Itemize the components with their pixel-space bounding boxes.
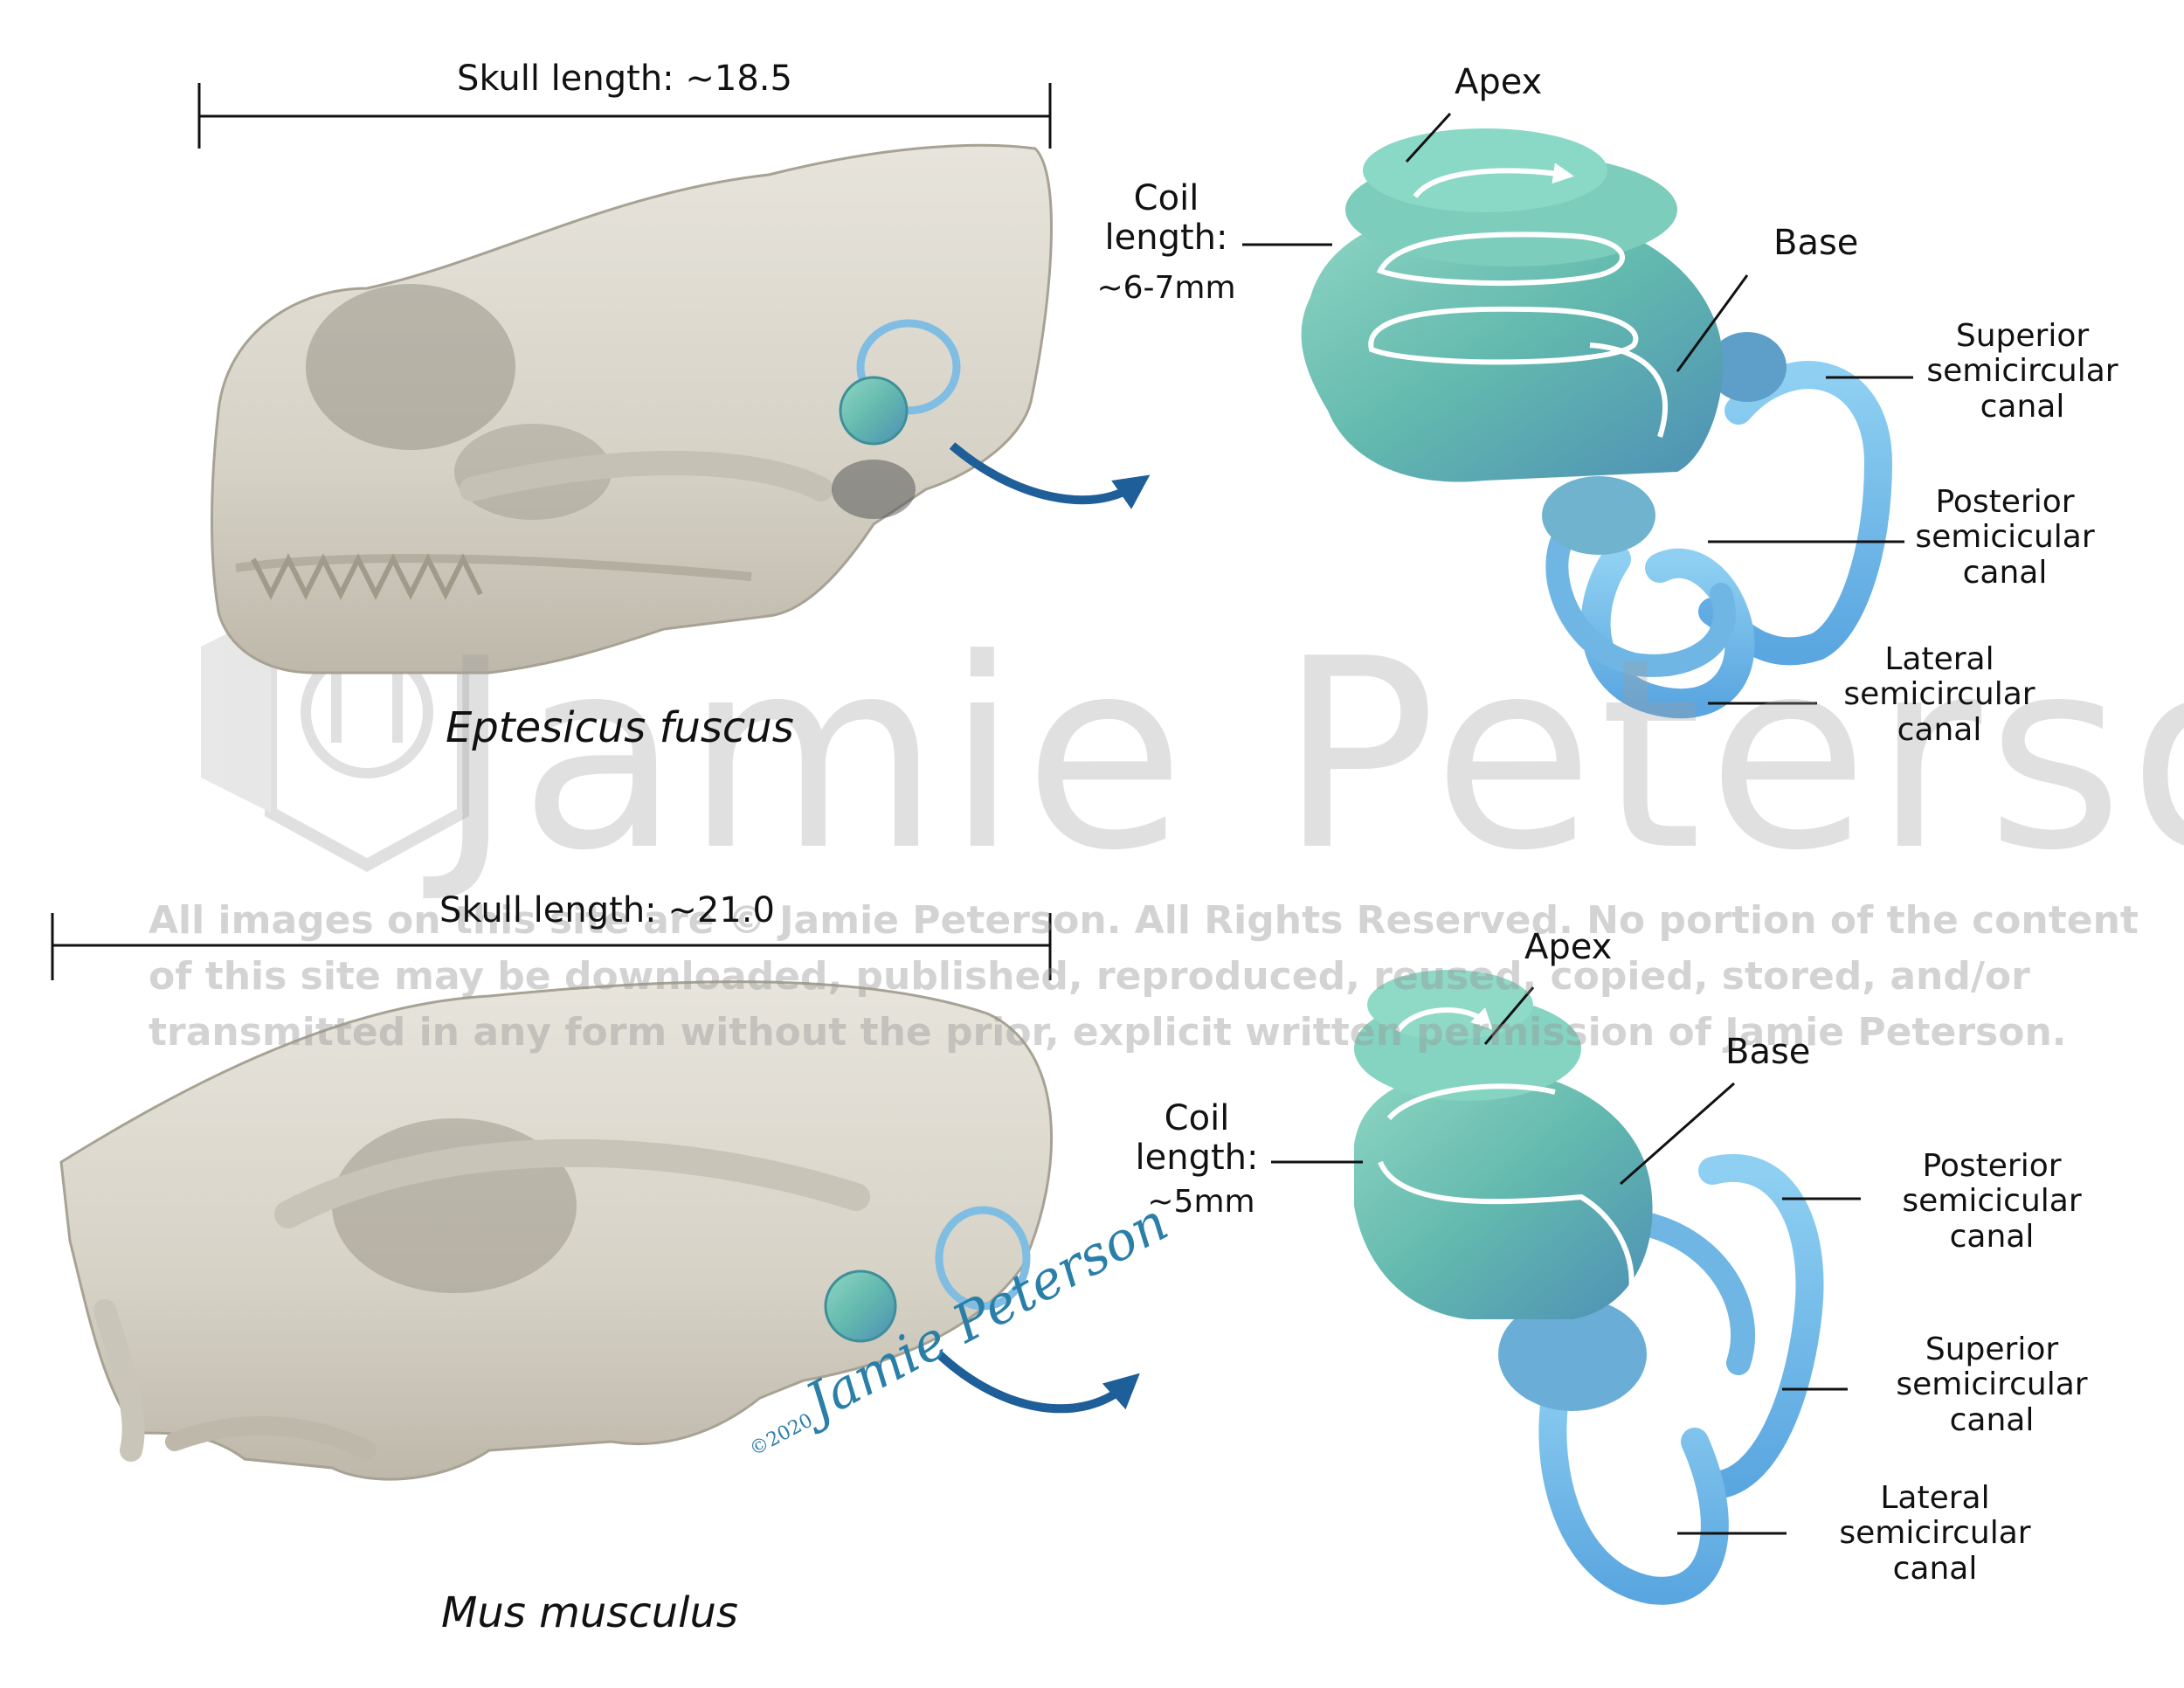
bottom-coil-length-label: Coil length:	[1135, 1098, 1259, 1178]
top-zoom-arrow	[949, 442, 1151, 509]
bottom-skull-length-label: Skull length: ~21.0	[439, 890, 775, 930]
bottom-lateral-canal-label: Lateral semicircular canal	[1839, 1480, 2031, 1587]
top-species-name: Eptesicus fuscus	[446, 703, 794, 752]
bottom-coil-length-value: ~5mm	[1147, 1184, 1255, 1220]
top-leader-lines	[1242, 112, 1913, 705]
top-superior-canal-label: Superior semicircular canal	[1926, 318, 2118, 425]
top-coil-length-value: ~6-7mm	[1096, 270, 1236, 306]
bottom-skull-length-bar	[51, 913, 1052, 980]
watermark-notice-line-2: of this site may be downloaded, publishe…	[149, 954, 2030, 999]
top-apex-label: Apex	[1455, 62, 1543, 102]
bottom-zoom-arrow	[936, 1351, 1140, 1414]
top-lateral-canal-label: Lateral semicircular canal	[1843, 641, 2035, 748]
bottom-apex-label: Apex	[1524, 927, 1613, 967]
top-inner-ear-model	[1301, 128, 1893, 719]
bottom-species-name: Mus musculus	[441, 1588, 738, 1637]
top-skull-length-label: Skull length: ~18.5	[457, 59, 792, 99]
watermark-name: Jamie Peterson	[437, 603, 2184, 908]
bottom-posterior-canal-label: Posterior semicicular canal	[1902, 1148, 2082, 1255]
bottom-leader-lines	[1271, 986, 1861, 1535]
bottom-inner-ear-model	[1354, 970, 1824, 1605]
watermark-notice-line-1: All images on this site are © Jamie Pete…	[149, 898, 2139, 943]
bottom-base-label: Base	[1725, 1032, 1811, 1072]
top-coil-length-label: Coil length:	[1104, 178, 1228, 258]
bottom-superior-canal-label: Superior semicircular canal	[1896, 1332, 2088, 1438]
top-base-label: Base	[1773, 223, 1859, 263]
watermark-notice-line-3: transmitted in any form without the prio…	[149, 1010, 2067, 1055]
top-skull-length-bar	[197, 83, 1052, 149]
mouse-skull-image	[59, 980, 1054, 1481]
watermark-logo	[201, 552, 469, 872]
bat-skull-image	[211, 143, 1053, 675]
top-posterior-canal-label: Posterior semicicular canal	[1915, 484, 2095, 591]
